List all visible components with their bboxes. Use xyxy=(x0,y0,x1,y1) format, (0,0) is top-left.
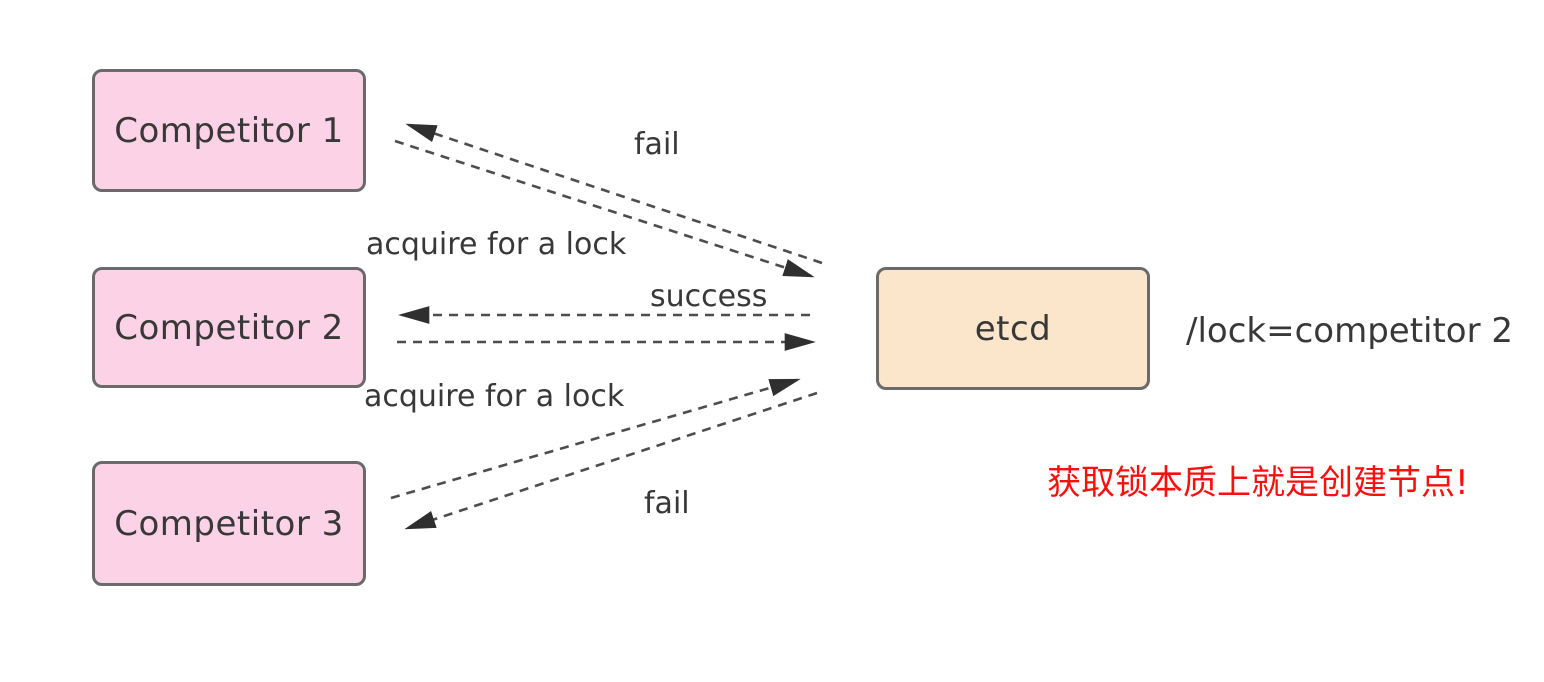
node-competitor-2: Competitor 2 xyxy=(92,267,366,388)
arrow-fail-to-competitor3 xyxy=(404,391,818,530)
edge-label-acquire-top: acquire for a lock xyxy=(366,227,627,262)
node-competitor-3: Competitor 3 xyxy=(92,461,366,586)
edge-label-success: success xyxy=(650,279,768,314)
node-etcd: etcd xyxy=(876,267,1150,390)
arrow-request-competitor3 xyxy=(390,378,801,500)
edge-label-fail-top: fail xyxy=(634,127,680,162)
annotation-note-chinese: 获取锁本质上就是创建节点! xyxy=(1047,463,1469,503)
arrow-fail-to-competitor1 xyxy=(405,123,823,265)
arrow-request-competitor1 xyxy=(394,139,815,278)
annotation-lock-value: /lock=competitor 2 xyxy=(1186,311,1514,351)
node-competitor-1-label: Competitor 1 xyxy=(114,110,344,151)
edge-label-acquire-bottom: acquire for a lock xyxy=(364,379,625,414)
node-competitor-1: Competitor 1 xyxy=(92,69,366,192)
node-competitor-3-label: Competitor 3 xyxy=(114,503,344,544)
node-etcd-label: etcd xyxy=(974,308,1052,349)
node-competitor-2-label: Competitor 2 xyxy=(114,307,344,348)
edge-label-fail-bottom: fail xyxy=(644,486,690,521)
